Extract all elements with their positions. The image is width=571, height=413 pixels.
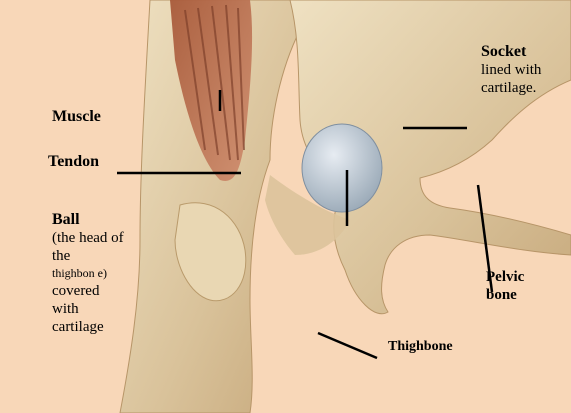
socket-label-body: lined with cartilage. [481, 61, 541, 97]
ball-label-line4: covered with cartilage [52, 282, 104, 336]
thighbone-label: Thighbone [388, 338, 453, 356]
ball-label-title: Ball [52, 211, 80, 229]
pelvic-bone-label: Pelvic bone [486, 268, 524, 304]
ball-label-line1: (the head of [52, 229, 124, 247]
ball-label-line3: thighbon e) [52, 264, 107, 282]
ball-label-line2: the [52, 247, 70, 265]
socket-label-title: Socket [481, 43, 526, 61]
ball-cartilage-shape [302, 124, 382, 212]
tendon-label: Tendon [48, 153, 99, 171]
muscle-label: Muscle [52, 108, 101, 126]
